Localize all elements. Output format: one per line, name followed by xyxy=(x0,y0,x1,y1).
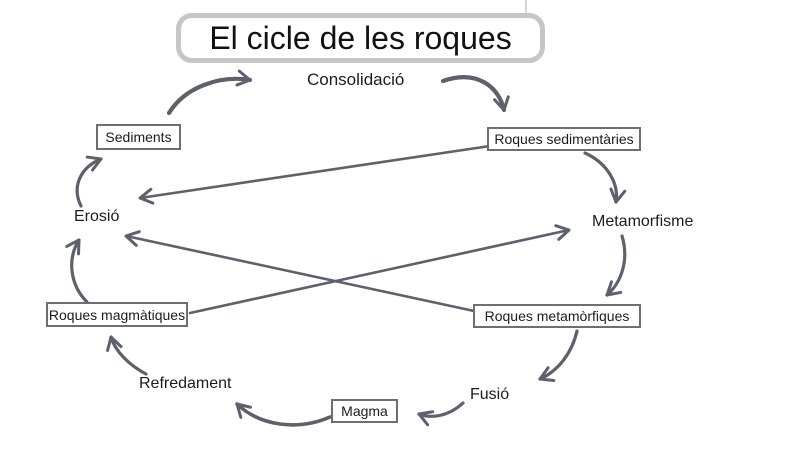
arrow-roques-metamorfiques-to-erosio xyxy=(124,230,476,313)
arrow-fusio-to-magma xyxy=(417,401,465,427)
label-consolidacio: Consolidació xyxy=(307,70,405,89)
node-sediments: Sediments xyxy=(96,124,181,150)
arrow-magma-to-refredament xyxy=(235,402,332,427)
arrow-metamorfisme-to-roques-metamorfiques xyxy=(605,234,627,297)
arrow-roques-magmatiques-to-metamorfisme xyxy=(188,224,571,315)
label-refredament: Refredament xyxy=(139,375,232,392)
arrow-roques-magmatiques-to-erosio xyxy=(65,238,89,304)
diagram-title: El cicle de les roques xyxy=(176,13,545,63)
node-roques-metamorfiques: Roques metamòrfiques xyxy=(473,304,641,328)
label-erosio: Erosió xyxy=(74,208,120,225)
node-roques-sedimentaries: Roques sedimentàries xyxy=(487,127,641,151)
arrow-roques-metamorfiques-to-fusio xyxy=(538,329,579,383)
arrow-erosio-to-sediments xyxy=(75,155,103,208)
arrow-roques-sedimentaries-to-metamorfisme xyxy=(583,151,627,204)
label-fusio: Fusió xyxy=(470,386,510,403)
label-metamorfisme: Metamorfisme xyxy=(592,213,694,230)
node-roques-magmatiques: Roques magmàtiques xyxy=(46,302,188,327)
node-magma: Magma xyxy=(331,399,398,423)
arrow-sediments-to-consolidacio xyxy=(166,69,253,116)
arrow-refredament-to-roques-magmatiques xyxy=(106,335,148,376)
arrow-consolidacio-to-roques-sedimentaries xyxy=(440,75,510,113)
arrow-roques-sedimentaries-to-erosio xyxy=(138,144,492,205)
